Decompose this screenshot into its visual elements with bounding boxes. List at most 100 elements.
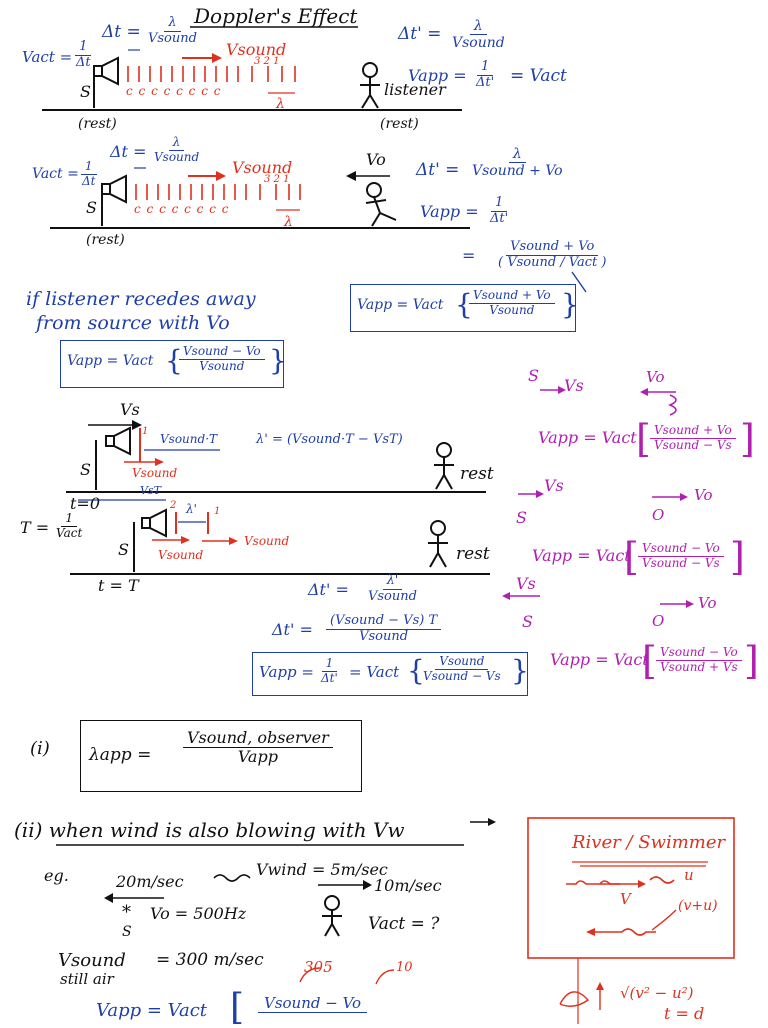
compressions-1: c c c c c c c c xyxy=(126,84,222,98)
one-b-label: 1 xyxy=(214,506,221,517)
vector-arrowhead xyxy=(488,818,496,826)
purple-s2: S xyxy=(516,508,527,527)
observer-figure-icon xyxy=(322,895,342,937)
purple-squiggle xyxy=(667,394,677,416)
river-v: V xyxy=(620,890,631,908)
T-lhs: T = xyxy=(20,518,50,537)
vs-arrowhead-1 xyxy=(132,420,142,430)
ms-boxed-lhs: Vapp = xyxy=(259,663,314,681)
eq-sign-2: = xyxy=(462,246,476,265)
right-arrowhead xyxy=(363,880,372,890)
dtp-fraction-2: λ Vsound + Vo xyxy=(468,146,567,179)
dtp2-lhs: Δt' = xyxy=(272,620,313,639)
river-u: u xyxy=(684,866,694,884)
vapp-den-2: Δt' xyxy=(490,210,509,226)
step-den: ( Vsound / Vact ) xyxy=(498,254,607,270)
speaker-icon-2 xyxy=(101,174,127,226)
rest-label-3: rest xyxy=(460,464,494,484)
source-label-5: S xyxy=(122,924,132,940)
vact-num: 1 xyxy=(75,39,92,56)
boxed-num-2: Vsound + Vo xyxy=(469,288,555,304)
vsound-label-1: Vsound xyxy=(226,40,287,59)
step-num: Vsound + Vo xyxy=(506,239,599,256)
purple-vs2: Vs xyxy=(544,476,564,495)
vapp-lhs-1: Vapp = xyxy=(408,66,467,85)
lambda-label-1: λ xyxy=(276,96,285,112)
recede-line-2: from source with Vo xyxy=(36,312,230,334)
vapp-den-1: Δt' xyxy=(476,74,495,90)
recede-den: Vsound xyxy=(199,358,245,373)
vs-label-1: Vs xyxy=(120,400,140,419)
one-label: 1 xyxy=(142,426,149,437)
lambda-prime-label: λ' xyxy=(186,502,197,516)
speaker-icon xyxy=(93,56,119,108)
vact-fraction: 1 Δt xyxy=(72,39,95,71)
listener-label: listener xyxy=(384,80,446,99)
lambda-app-fraction: Vsound, observer Vapp xyxy=(183,728,333,767)
wavefronts-1 xyxy=(127,66,296,82)
source-label-3: S xyxy=(80,460,91,479)
dtp1-num: λ' xyxy=(382,573,403,590)
sound-arrowhead-2 xyxy=(216,171,226,181)
dtp1-lhs: Δt' = xyxy=(308,580,349,599)
boxed-fraction-2: Vsound + Vo Vsound xyxy=(469,288,555,318)
lambda-label-2: λ xyxy=(284,214,293,230)
vapp-lhs-2: Vapp = xyxy=(420,202,479,221)
purple-bracket-r3: ] xyxy=(744,639,759,683)
river-title: River / Swimmer xyxy=(572,832,726,853)
purple-bracket-r1: ] xyxy=(740,417,755,461)
vst-label: VsT xyxy=(140,484,161,497)
purple-f3-den: Vsound + Vs xyxy=(660,659,738,674)
swimmer-sketch xyxy=(559,991,590,1007)
swimmer-arrowhead xyxy=(638,880,646,888)
source-label-4: S xyxy=(118,540,129,559)
recede-line-1: if listener recedes away xyxy=(26,288,256,310)
boxed-formula-recede: Vapp = Vact { Vsound − Vo Vsound } xyxy=(60,340,287,388)
boxed-formula-moving-source: Vapp = 1 Δt' = Vact { Vsound Vsound − Vs… xyxy=(252,652,529,696)
vsound-t-label: Vsound·T xyxy=(160,432,218,446)
dtp2-den: Vsound xyxy=(359,628,409,644)
purple-arrows xyxy=(502,386,694,608)
rest-label-4: rest xyxy=(456,544,490,564)
purple-f2-fraction: Vsound − Vo Vsound − Vs xyxy=(638,541,724,571)
eg-label: eg. xyxy=(44,866,69,885)
purple-f2-den: Vsound − Vs xyxy=(642,555,720,570)
purple-s3: S xyxy=(522,612,533,631)
brace-left: { xyxy=(455,288,473,321)
rest-right-1: (rest) xyxy=(380,116,419,132)
boxed-den-2: Vsound xyxy=(489,302,535,317)
vact-num-2: 1 xyxy=(80,159,97,175)
vsound-label-4: Vsound xyxy=(158,548,204,562)
purple-f1-fraction: Vsound + Vo Vsound − Vs xyxy=(650,423,736,453)
compressions-2: c c c c c c c c xyxy=(134,202,230,216)
purple-f3-fraction: Vsound − Vo Vsound + Vs xyxy=(656,645,742,675)
vact-question: Vact = ? xyxy=(368,914,440,934)
vpu-arrow xyxy=(651,909,677,931)
purple-f3-lhs: Vapp = Vact xyxy=(550,650,649,669)
swimmer-left-arrowhead xyxy=(586,928,595,936)
T-den: Vact xyxy=(56,525,83,540)
river-t-eq: t = d xyxy=(664,1004,705,1023)
vact-fraction-2: 1 Δt xyxy=(78,159,100,189)
two-label: 2 xyxy=(170,500,177,511)
brace-left-ms: { xyxy=(407,654,425,687)
annotation-arrow-305 xyxy=(299,967,321,983)
dtp-den-2: Vsound + Vo xyxy=(472,163,563,180)
brace-left-r: { xyxy=(165,344,183,377)
dtp2-num: (Vsound − Vs) T xyxy=(326,613,442,630)
vapp-num-1: 1 xyxy=(476,59,494,76)
ms-mid: = Vact xyxy=(349,663,400,681)
vapp-fraction-1: 1 Δt' xyxy=(472,59,498,91)
left-arrowhead xyxy=(104,893,113,903)
annot-10: 10 xyxy=(396,960,413,975)
speed-left: 20m/sec xyxy=(116,872,184,891)
final-bracket: [ xyxy=(230,987,245,1028)
wavefronts-2 xyxy=(135,184,301,200)
vsound-arrowhead-5 xyxy=(229,537,238,545)
purple-f1-lhs: Vapp = Vact xyxy=(538,428,637,447)
dt-lhs: Δt = xyxy=(102,22,141,42)
t0-label: t=0 xyxy=(70,494,101,513)
purple-f3-num: Vsound − Vo xyxy=(656,645,742,661)
sound-arrowhead-1 xyxy=(212,53,222,63)
vapp-num-2: 1 xyxy=(490,195,508,212)
